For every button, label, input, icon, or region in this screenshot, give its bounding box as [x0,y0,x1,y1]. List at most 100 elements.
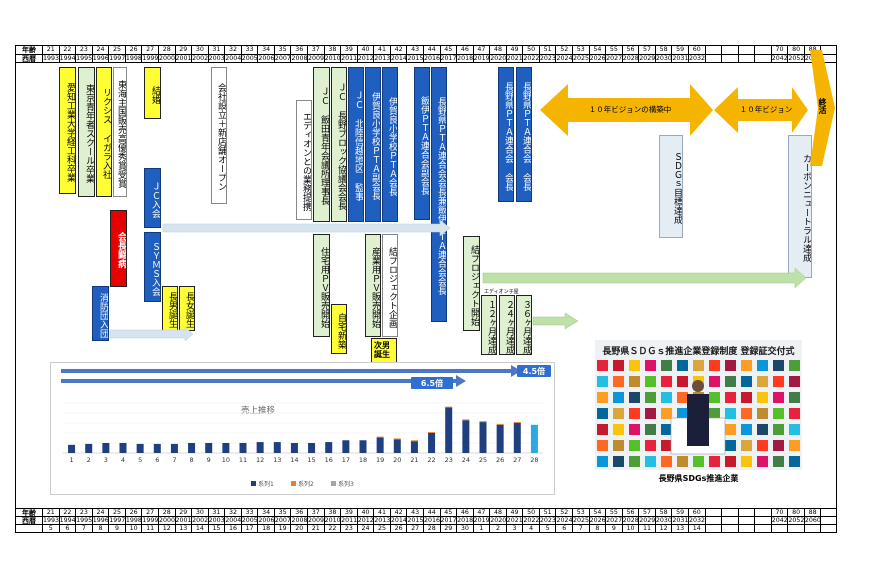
bar-10 [222,443,230,453]
event-sms: ＳＹＭＳ入会 [144,232,161,302]
footer-year-cell: 2008 [291,517,308,524]
footer-term-label [16,525,43,532]
header-age-cell: 40 [358,46,375,54]
footer-term-cell [788,525,805,532]
footer-year-cell: 2028 [622,517,640,524]
sdgs-tile [613,456,624,467]
tick-22: 22 [427,456,435,464]
footer-age-cell: 60 [689,509,706,516]
sdgs-tile [677,456,688,467]
footer-year-cell: 2004 [225,517,242,524]
header-year-cell: 2014 [390,55,408,62]
vision1-label: １０年ビジョンの構築中 [588,105,672,114]
sdgs-tile [645,408,656,419]
sdgs-tile [677,376,688,387]
bar-26 [496,424,504,453]
footer-term-cell: 29 [441,525,458,532]
tick-21: 21 [410,456,418,464]
header-age-cell: 39 [341,46,358,54]
event-daughter: 長女誕生 [179,286,195,331]
header-age-cell: 21 [43,46,60,54]
bar2-24 [462,419,470,421]
footer-year-cell: 2018 [457,517,474,524]
footer-age-cell: 28 [159,509,176,516]
tick-13: 13 [273,456,281,464]
sdgs-tile [757,392,768,403]
footer-term-cell: 12 [159,525,176,532]
footer-term-cell [805,525,822,532]
header-year-cell: 2009 [308,55,325,62]
event-36m: ３６ヶ月達成 [516,295,532,355]
footer-term-cell: 13 [672,525,689,532]
header-age-cell: 48 [490,46,507,54]
footer-age-cell: 31 [209,509,226,516]
event-fire: 消防団入団 [92,286,109,341]
header-year-cell: 2017 [440,55,458,62]
header-year-cell: 2024 [556,55,573,62]
annotation-bg-2 [411,377,453,389]
header-year-cell: 2019 [473,55,491,62]
header-age-cell: 30 [192,46,209,54]
sdgs-tile [757,360,768,371]
sdgs-tile [613,392,624,403]
footer-term-cell: 16 [225,525,242,532]
footer-term-cell: 5 [540,525,557,532]
growth-head-2 [456,375,466,387]
sdgs-tile [773,360,784,371]
header-age-cell: 29 [176,46,193,54]
sdgs-tile [661,456,672,467]
sdgs-tile [645,440,656,451]
sdgs-tile [693,456,704,467]
tick-23: 23 [445,456,453,464]
event-home-new: 自宅新築 [331,304,347,354]
chart-title: 売上推移 [241,405,276,416]
header-year-cell: 2018 [457,55,474,62]
bar-12 [256,442,264,453]
footer-year-cell: 1994 [59,517,77,524]
footer-age-cell: 54 [590,509,607,516]
header-year-cell [739,55,756,62]
sdgs-tile [789,456,800,467]
header-age-cell: 49 [507,46,524,54]
sdgs-tile [709,376,720,387]
sdgs-tile [741,440,752,451]
header-age-cell [755,46,772,54]
header-age-cell: 22 [60,46,77,54]
sdgs-tile [773,440,784,451]
sdgs-tile [741,360,752,371]
footer-term-cell: 27 [407,525,424,532]
footer-year-cell: 2052 [788,517,805,524]
header-year-cell [706,55,723,62]
bar2-20 [393,438,401,440]
tick-17: 17 [342,456,350,464]
legend-系列1: 系列1 [258,480,274,488]
header-age-cell [706,46,723,54]
growth-head-1 [511,365,521,377]
event-solar-home: 住宅用ＰＶ販売開始 [313,234,330,337]
bar-14 [290,443,298,453]
tick-9: 9 [207,456,211,464]
footer-year-cell: 2023 [539,517,557,524]
header-age-cell: 88 [805,46,822,54]
footer-age-cell: 29 [176,509,193,516]
header-age-cell: 54 [590,46,607,54]
footer-age-cell [739,509,756,516]
tick-19: 19 [376,456,384,464]
header-age-cell: 56 [623,46,640,54]
header-year-cell: 2008 [291,55,308,62]
footer-year-cell: 2032 [688,517,706,524]
sdgs-tile [773,408,784,419]
footer-term-cell: 26 [391,525,408,532]
footer-term-cell: 28 [424,525,441,532]
bar2-23 [445,406,453,408]
footer-age-cell: 53 [573,509,590,516]
footer-term-cell: 18 [258,525,275,532]
footer-age-cell: 45 [441,509,458,516]
header-year-cell: 2042 [771,55,789,62]
event-pta-ken: 長野県ＰＴＡ連合会会長兼飯伊ＰＴＡ連合会会長 [431,67,447,322]
footer-year-cell: 2022 [523,517,540,524]
footer-term-cell: 10 [126,525,143,532]
footer-age-cell: 59 [672,509,689,516]
footer-year-cell: 2006 [258,517,275,524]
